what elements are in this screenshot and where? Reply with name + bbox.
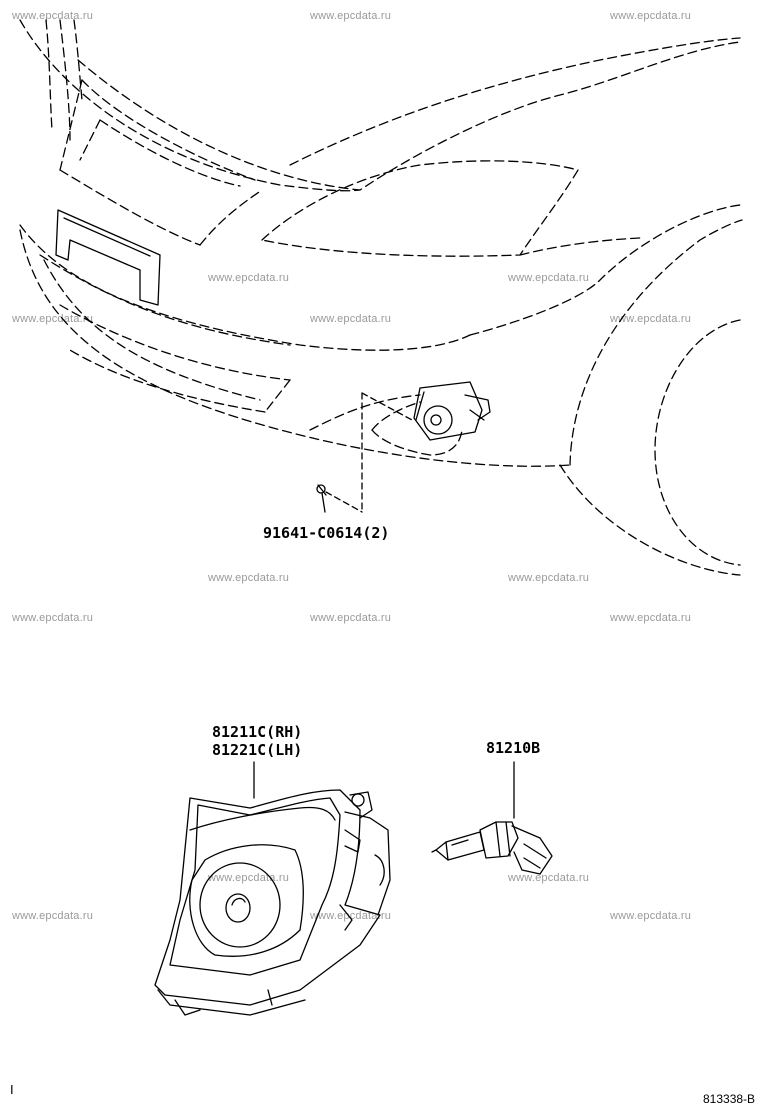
page-marker: I bbox=[10, 1082, 14, 1097]
watermark: www.epcdata.ru bbox=[310, 612, 392, 624]
watermark: www.epcdata.ru bbox=[208, 572, 290, 584]
part-label-fog-lamp-lh: 81221C(LH) bbox=[212, 741, 303, 759]
watermark: www.epcdata.ru bbox=[508, 572, 590, 584]
watermark: www.epcdata.ru bbox=[610, 612, 692, 624]
part-label-bulb: 81210B bbox=[486, 739, 541, 757]
watermark: www.epcdata.ru bbox=[12, 910, 94, 922]
watermark: www.epcdata.ru bbox=[610, 910, 692, 922]
car-body-outline bbox=[19, 19, 743, 576]
part-label-fog-lamp-rh: 81211C(RH) bbox=[212, 723, 303, 741]
screw-icon bbox=[316, 484, 327, 513]
watermark: www.epcdata.ru bbox=[508, 272, 590, 284]
fog-lamp-installed bbox=[413, 381, 491, 441]
watermark: www.epcdata.ru bbox=[208, 272, 290, 284]
watermark: www.epcdata.ru bbox=[12, 612, 94, 624]
watermark: www.epcdata.ru bbox=[610, 313, 692, 325]
part-label-screw: 91641-C0614(2) bbox=[263, 524, 390, 542]
watermark: www.epcdata.ru bbox=[12, 313, 94, 325]
fog-lamp-assembly bbox=[154, 761, 391, 1016]
watermark: www.epcdata.ru bbox=[508, 872, 590, 884]
watermark: www.epcdata.ru bbox=[310, 313, 392, 325]
watermark: www.epcdata.ru bbox=[310, 10, 392, 22]
license-plate bbox=[55, 209, 161, 306]
bulb-icon bbox=[431, 761, 553, 875]
watermark: www.epcdata.ru bbox=[12, 10, 94, 22]
diagram-id: 813338-B bbox=[703, 1092, 756, 1106]
watermark: www.epcdata.ru bbox=[610, 10, 692, 22]
